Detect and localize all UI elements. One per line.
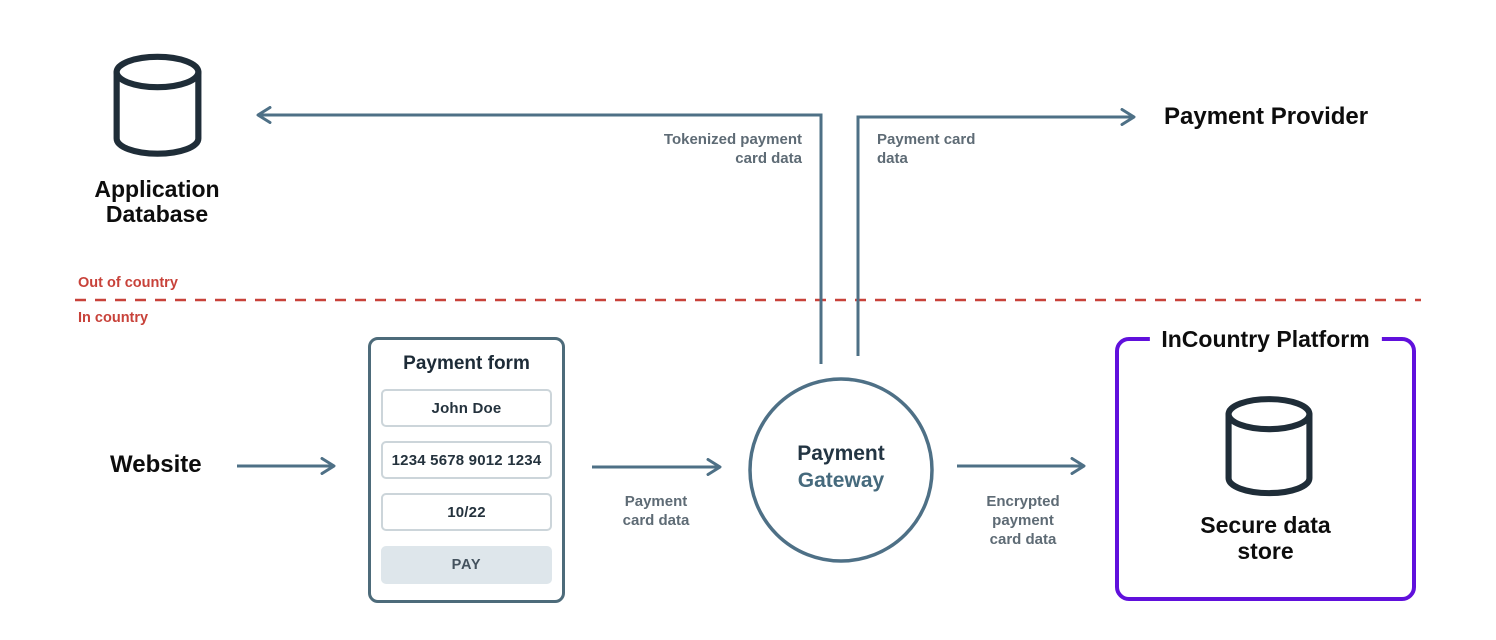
website-label: Website [110, 451, 202, 478]
edge-label-tokenized-payment-card-data: Tokenized payment card data [663, 131, 802, 167]
in-country-label: In country [78, 310, 149, 326]
application-database-label: Application Database [94, 176, 220, 228]
expiry-date-field[interactable]: 10/22 [381, 493, 552, 531]
payment-gateway-label-accent: Gateway [797, 469, 885, 493]
payment-form-title: Payment form [403, 353, 530, 374]
cardholder-name-field[interactable]: John Doe [381, 389, 552, 427]
edge-label-payment-card-data-provider: Payment card data [877, 131, 976, 167]
payment-gateway-label-primary: Payment [797, 442, 885, 465]
arrow-gateway-to-provider [856, 108, 1136, 356]
payment-provider-label: Payment Provider [1164, 103, 1369, 130]
edge-label-payment-card-data-gateway: Payment card data [622, 493, 690, 529]
card-number-field[interactable]: 1234 5678 9012 1234 [381, 441, 552, 479]
payment-gateway-circle [748, 377, 934, 563]
arrow-gateway-to-app-db [256, 106, 823, 364]
pay-button[interactable]: PAY [381, 546, 552, 584]
database-icon [1225, 396, 1313, 497]
incountry-platform-title: InCountry Platform [1149, 324, 1382, 354]
secure-data-store-label: Secure data store [1200, 512, 1331, 564]
edge-label-encrypted-payment-card-data: Encrypted payment card data [986, 493, 1060, 548]
out-of-country-label: Out of country [78, 275, 178, 291]
payment-form-card: Payment form John Doe 1234 5678 9012 123… [368, 337, 565, 603]
payment-gateway-label: Payment Gateway [751, 440, 931, 495]
incountry-platform-box: InCountry Platform Secure data store [1115, 324, 1416, 601]
database-icon [113, 53, 202, 157]
